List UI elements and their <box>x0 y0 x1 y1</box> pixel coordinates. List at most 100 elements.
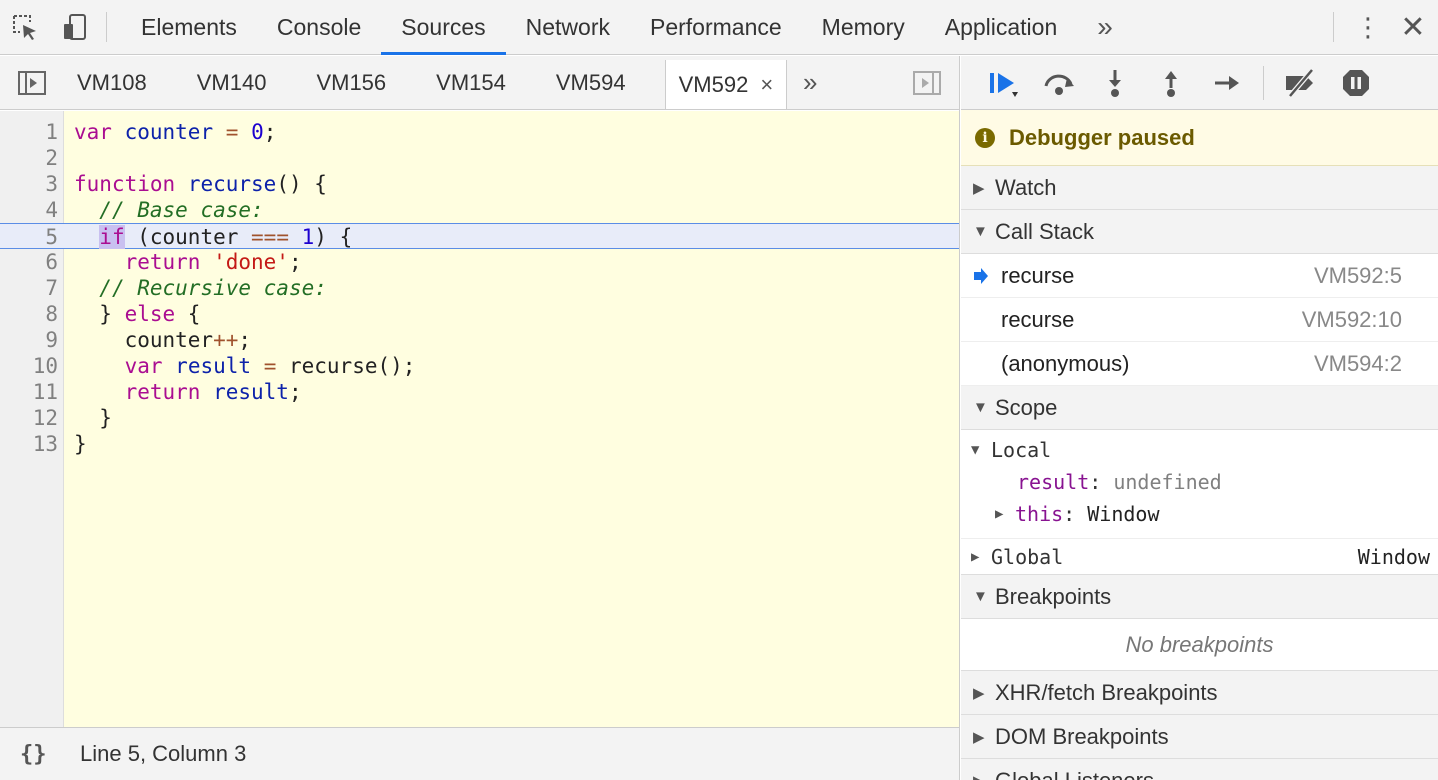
tab-memory[interactable]: Memory <box>821 13 905 40</box>
toggle-debugger-icon[interactable] <box>895 56 959 109</box>
collapse-triangle-icon: ▼ <box>973 588 988 605</box>
current-execution-line: 5 if (counter === 1) { <box>0 223 959 249</box>
property-colon: : <box>1063 502 1076 526</box>
file-tab-label: VM140 <box>196 69 267 95</box>
section-title: Call Stack <box>995 218 1095 244</box>
info-icon: i <box>975 127 995 148</box>
tab-network[interactable]: Network <box>525 13 610 40</box>
step-over-icon[interactable] <box>1031 63 1087 103</box>
line-number: 8 <box>45 302 58 326</box>
file-tab-vm154[interactable]: VM154 <box>423 56 519 109</box>
code-line: 13} <box>0 431 959 457</box>
line-number: 6 <box>45 250 58 274</box>
line-number: 13 <box>32 432 58 456</box>
global-listeners-section-header[interactable]: ▶ Global Listeners <box>961 759 1438 780</box>
collapse-triangle-icon: ▼ <box>971 442 980 458</box>
pause-on-exceptions-icon[interactable] <box>1328 63 1384 103</box>
paused-message: Debugger paused <box>1009 124 1195 150</box>
kebab-menu-icon[interactable]: ⋮ <box>1355 11 1381 42</box>
property-name: this <box>1015 502 1064 526</box>
breakpoints-section-header[interactable]: ▼ Breakpoints <box>961 575 1438 619</box>
property-value: Window <box>1087 502 1160 526</box>
section-title: DOM Breakpoints <box>995 723 1169 749</box>
dom-breakpoints-section-header[interactable]: ▶ DOM Breakpoints <box>961 715 1438 759</box>
code-line: 11 return result; <box>0 379 959 405</box>
resume-icon[interactable] <box>975 63 1031 103</box>
file-tab-label: VM592 <box>678 71 749 97</box>
call-frame-name: (anonymous) <box>1001 350 1130 376</box>
editor-pane: VM108 VM140 VM156 VM154 VM594 VM592 × » … <box>0 56 960 780</box>
code-line: 12 } <box>0 405 959 431</box>
code-line: 6 return 'done'; <box>0 249 959 275</box>
call-frame-location[interactable]: VM594:2 <box>1313 350 1402 376</box>
more-files-icon[interactable]: » <box>802 67 818 97</box>
file-tab-label: VM156 <box>316 69 387 95</box>
property-value: undefined <box>1113 470 1222 494</box>
line-number: 7 <box>45 276 58 300</box>
xhr-breakpoints-section-header[interactable]: ▶ XHR/fetch Breakpoints <box>961 671 1438 715</box>
tab-console[interactable]: Console <box>276 13 362 40</box>
section-title: Scope <box>995 394 1058 420</box>
toolbar-divider <box>1263 65 1264 100</box>
scope-label: Local <box>991 438 1052 462</box>
line-number: 11 <box>32 380 58 404</box>
tab-elements[interactable]: Elements <box>141 13 237 40</box>
file-tab-vm592[interactable]: VM592 × <box>664 60 788 109</box>
property-name: result <box>1017 470 1090 494</box>
close-tab-icon[interactable]: × <box>760 71 774 97</box>
no-breakpoints-message: No breakpoints <box>961 619 1438 671</box>
pretty-print-button[interactable]: {} <box>20 741 47 767</box>
toggle-navigator-icon[interactable] <box>0 56 64 109</box>
expand-triangle-icon: ▶ <box>973 179 985 197</box>
expand-triangle-icon: ▶ <box>971 548 980 565</box>
call-frame[interactable]: recurse VM592:10 <box>961 298 1438 342</box>
inspect-element-icon[interactable] <box>0 0 50 54</box>
scope-property[interactable]: result: undefined <box>961 466 1438 498</box>
line-number: 12 <box>32 406 58 430</box>
file-tab-vm140[interactable]: VM140 <box>184 56 280 109</box>
line-number: 5 <box>45 225 58 249</box>
line-number: 4 <box>45 198 58 222</box>
step-out-icon[interactable] <box>1143 63 1199 103</box>
scope-global[interactable]: ▶ Global Window <box>961 538 1438 574</box>
file-tab-vm156[interactable]: VM156 <box>303 56 399 109</box>
debugger-toolbar <box>961 56 1438 110</box>
call-frame-location[interactable]: VM592:10 <box>1301 306 1402 332</box>
devtools-tab-bar: Elements Console Sources Network Perform… <box>0 0 1438 55</box>
file-tab-vm108[interactable]: VM108 <box>64 56 160 109</box>
toolbar-divider <box>1333 12 1334 42</box>
code-line: 8 } else { <box>0 301 959 327</box>
deactivate-breakpoints-icon[interactable] <box>1272 63 1328 103</box>
scope-local[interactable]: ▼ Local <box>961 434 1438 466</box>
scope-section-header[interactable]: ▼ Scope <box>961 386 1438 430</box>
call-frame-location[interactable]: VM592:5 <box>1313 262 1402 288</box>
call-stack-section-header[interactable]: ▼ Call Stack <box>961 210 1438 254</box>
call-frame[interactable]: (anonymous) VM594:2 <box>961 342 1438 386</box>
device-toolbar-icon[interactable] <box>50 0 100 54</box>
close-devtools-icon[interactable]: ✕ <box>1400 10 1426 44</box>
expand-triangle-icon: ▶ <box>973 684 985 702</box>
more-tabs-icon[interactable]: » <box>1097 11 1113 42</box>
tab-sources[interactable]: Sources <box>381 0 507 55</box>
tab-performance[interactable]: Performance <box>650 13 782 40</box>
watch-section-header[interactable]: ▶ Watch <box>961 166 1438 210</box>
cursor-position: Line 5, Column 3 <box>80 741 247 766</box>
file-tab-label: VM108 <box>77 69 147 95</box>
code-line: 9 counter++; <box>0 327 959 353</box>
tab-application[interactable]: Application <box>944 13 1058 40</box>
line-number: 2 <box>45 146 58 170</box>
line-number: 1 <box>45 120 58 144</box>
call-frame-name: recurse <box>1001 262 1075 288</box>
call-frame[interactable]: recurse VM592:5 <box>961 254 1438 298</box>
step-icon[interactable] <box>1199 63 1255 103</box>
step-into-icon[interactable] <box>1087 63 1143 103</box>
scope-label: Global <box>991 544 1064 569</box>
scope-property[interactable]: ▶ this: Window <box>961 498 1438 530</box>
collapse-triangle-icon: ▼ <box>973 399 988 416</box>
file-tab-vm594[interactable]: VM594 <box>543 56 639 109</box>
file-tab-bar: VM108 VM140 VM156 VM154 VM594 VM592 × » <box>0 56 959 110</box>
code-line: 4 // Base case: <box>0 197 959 223</box>
